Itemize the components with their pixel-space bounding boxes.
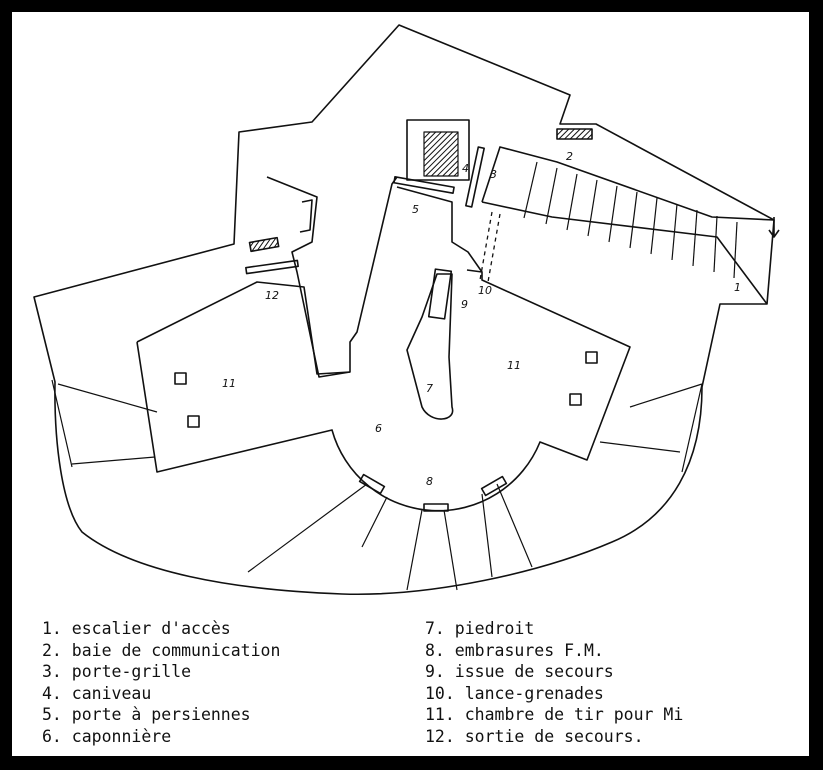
plan-label-4: 4 [462, 162, 469, 175]
legend-item: 11. chambre de tir pour Mi [425, 705, 684, 724]
inner-left-wall [266, 176, 398, 378]
exit-door-12 [245, 259, 299, 275]
hatched-wall-12 [248, 236, 280, 253]
embrasure-1 [358, 473, 386, 495]
legend-item: 2. baie de communication [42, 640, 281, 660]
legend-item: 3. porte-grille [42, 662, 192, 681]
plan-label-10: 10 [478, 284, 492, 297]
outer-envelope [33, 24, 775, 596]
plan-label-7: 7 [426, 382, 433, 395]
floor-plan: 1 2 3 4 5 6 7 8 9 10 11 11 12 [33, 24, 780, 596]
pier [406, 273, 454, 420]
legend-item: 5. porte à persiennes [42, 705, 251, 724]
plan-label-5: 5 [412, 203, 419, 216]
pillar [585, 351, 598, 364]
stair-corridor [481, 146, 775, 305]
embrasure-3 [480, 475, 508, 497]
plan-label-9: 9 [461, 298, 468, 311]
grille-door-3 [465, 146, 485, 208]
legend-item: 8. embrasures F.M. [425, 640, 604, 660]
pillar [569, 393, 582, 406]
embrasure-lines [51, 379, 703, 591]
legend-right: 7. piedroit 8. embrasures F.M. 9. issue … [425, 618, 683, 747]
plan-label-11-right: 11 [507, 359, 521, 372]
pillar [187, 415, 200, 428]
plan-label-3: 3 [490, 168, 497, 181]
caniveau-room [406, 119, 470, 181]
caniveau-grate [423, 131, 459, 177]
legend-item: 12. sortie de secours. [425, 726, 644, 746]
pillar [174, 372, 187, 385]
legend-left: 1. escalier d'accès 2. baie de communica… [42, 618, 280, 747]
communication-bay-2 [556, 128, 593, 140]
legend-item: 7. piedroit [425, 619, 535, 638]
legend-item: 1. escalier d'accès [42, 619, 231, 638]
plan-label-6: 6 [375, 422, 382, 435]
legend-item: 10. lance-grenades [425, 683, 604, 703]
legend-item: 9. issue de secours [425, 662, 614, 681]
embrasure-2 [423, 503, 449, 512]
plan-label-12: 12 [265, 289, 279, 302]
arrow-icon [768, 217, 780, 238]
plan-label-1: 1 [734, 281, 741, 294]
emergency-exit-9 [427, 268, 453, 320]
plan-label-11-left: 11 [222, 377, 236, 390]
plan-label-2: 2 [566, 150, 573, 163]
grenade-chute [479, 211, 501, 283]
stair-treads [523, 161, 738, 279]
drawing-sheet: 1 2 3 4 5 6 7 8 9 10 11 11 12 1. escalie… [12, 12, 809, 756]
niche [299, 199, 313, 233]
louvred-door-5 [393, 176, 455, 194]
central-corridor [396, 186, 483, 273]
casemate-walls [136, 269, 631, 512]
plan-label-8: 8 [426, 475, 433, 488]
legend-item: 4. caniveau [42, 683, 152, 703]
legend-item: 6. caponnière [42, 726, 172, 746]
